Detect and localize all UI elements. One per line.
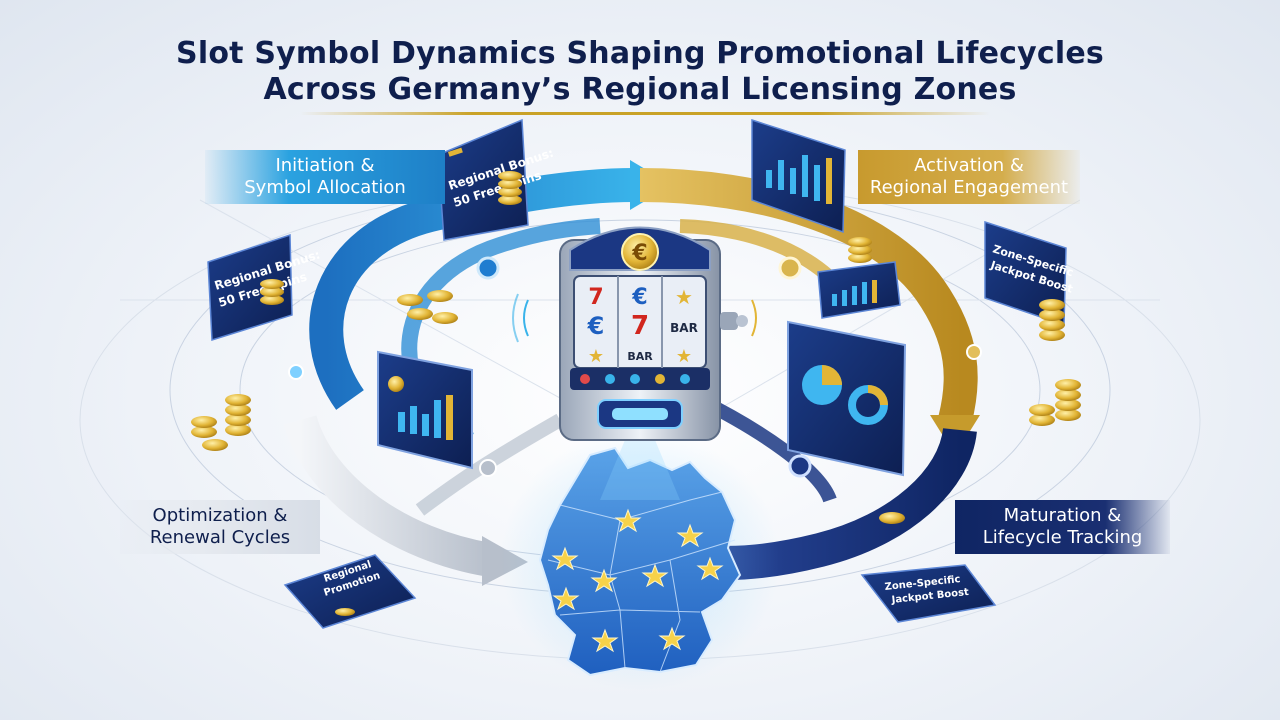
slot-machine: € 7 € ★ € 7 BAR ★ BAR ★ [512,226,757,441]
germany-map [500,430,780,690]
arrow-optimization [283,414,493,577]
reel-1-1: 7 [588,285,603,310]
coin-stack-far-left [191,394,251,451]
reel-2-1: € [587,312,605,340]
stage-activation-line-1: Activation & [914,155,1024,176]
card-regional-bottom-left: Regional Promotion [283,554,417,629]
coin-stack-top-center [498,171,522,205]
coin-stacks [191,171,1081,524]
tablet-euro-chart-left [377,350,473,470]
reel-1-2: € [631,285,647,310]
tablet-pie-dashboard [787,320,907,477]
tablet-small-right [817,261,901,319]
coin-stack-top-right [848,237,872,263]
stage-maturation-line-1: Maturation & [1003,505,1122,526]
reel-1-3: ★ [675,285,693,309]
slot-euro-symbol: € [631,241,647,266]
title-underline [300,112,990,115]
arrow-initiation [309,168,636,410]
page-title-line-1: Slot Symbol Dynamics Shaping Promotional… [176,36,1104,71]
card-regional-bonus-top: Regional Bonus: 50 Free Spins [437,118,555,241]
coin-pile-center-left [397,290,458,324]
stage-optimization-line-2: Renewal Cycles [149,527,291,548]
card-zone-jackpot-bottom: Zone-Specific Jackpot Boost [860,564,997,623]
stage-optimization-line-1: Optimization & [152,505,288,526]
arc-nodes [288,256,982,478]
reel-2-2: 7 [631,311,649,341]
reel-3-2: BAR [627,350,653,363]
reel-3-3: ★ [676,346,692,367]
reel-2-3: BAR [670,321,698,335]
stage-activation-line-2: Regional Engagement [869,177,1069,198]
stage-optimization-label: Optimization & Renewal Cycles [120,500,320,554]
stage-initiation-line-2: Symbol Allocation [244,177,406,198]
coin-stack-far-right [1029,379,1081,426]
arrow-maturation-inner [696,393,837,503]
tablet-bar-chart-top-right [751,118,846,234]
stage-initiation-label: Initiation & Symbol Allocation [205,150,445,204]
map-star-markers [551,508,724,653]
light-beam [600,440,680,500]
arrow-optimization-inner [415,413,564,516]
stage-maturation-line-2: Lifecycle Tracking [982,527,1143,548]
page-title-line-2: Across Germany’s Regional Licensing Zone… [263,72,1017,107]
card-zone-jackpot-right: Zone-Specific Jackpot Boost [984,220,1075,327]
coin-stack-right [1039,299,1065,341]
arrow-activation [639,168,978,425]
stage-activation-label: Activation & Regional Engagement [858,150,1080,204]
stage-maturation-label: Maturation & Lifecycle Tracking [955,500,1170,554]
coin-stack-left [260,279,284,305]
coin-bottom-right [879,512,905,524]
reel-3-1: ★ [588,346,604,367]
stage-initiation-line-1: Initiation & [275,155,375,176]
germany-map-shape [538,446,742,677]
